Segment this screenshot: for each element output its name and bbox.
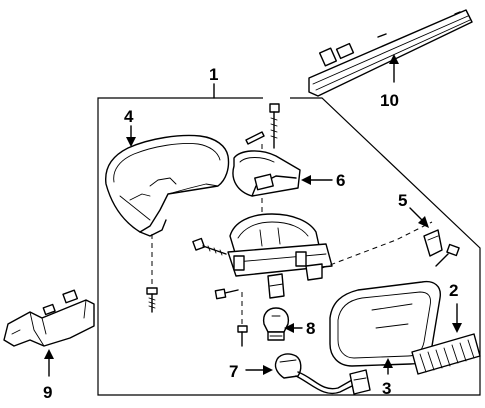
callout-7: 7 <box>229 362 238 381</box>
leader-3 <box>383 358 393 375</box>
lens-strip <box>411 333 481 375</box>
mounting-bracket <box>3 289 95 347</box>
screw-lower-left <box>146 287 158 313</box>
leader-4 <box>126 125 136 147</box>
dash-right <box>321 221 433 269</box>
lamp-cover-housing <box>105 134 230 237</box>
socket-harness <box>274 353 371 395</box>
leader-2 <box>452 303 462 333</box>
callout-4: 4 <box>124 107 134 126</box>
screw-bottom <box>237 325 248 347</box>
leader-7 <box>245 365 273 375</box>
spoiler-lamp-bar <box>308 9 473 97</box>
screw-lower-bracket <box>214 288 239 300</box>
callout-8: 8 <box>306 319 315 338</box>
callout-3: 3 <box>382 379 391 398</box>
callout-2: 2 <box>449 281 458 300</box>
leader-6 <box>301 175 333 185</box>
leader-5 <box>409 207 429 228</box>
screw-left-bracket <box>192 237 227 256</box>
screw-right <box>435 243 460 267</box>
callout-5: 5 <box>398 191 407 210</box>
callout-1: 1 <box>209 65 218 84</box>
screw-top-center <box>269 103 280 149</box>
lamp-base-bracket <box>227 213 333 299</box>
leader-9 <box>44 349 54 377</box>
bulb <box>262 307 290 341</box>
leader-8 <box>284 323 303 333</box>
leader-10 <box>389 54 399 83</box>
callout-9: 9 <box>43 383 52 402</box>
clip-nut <box>423 229 443 257</box>
callout-10: 10 <box>380 91 399 110</box>
pin-bar <box>245 131 265 145</box>
reflector-shell <box>232 150 301 197</box>
callout-6: 6 <box>336 171 345 190</box>
assembly-frame <box>97 97 481 396</box>
